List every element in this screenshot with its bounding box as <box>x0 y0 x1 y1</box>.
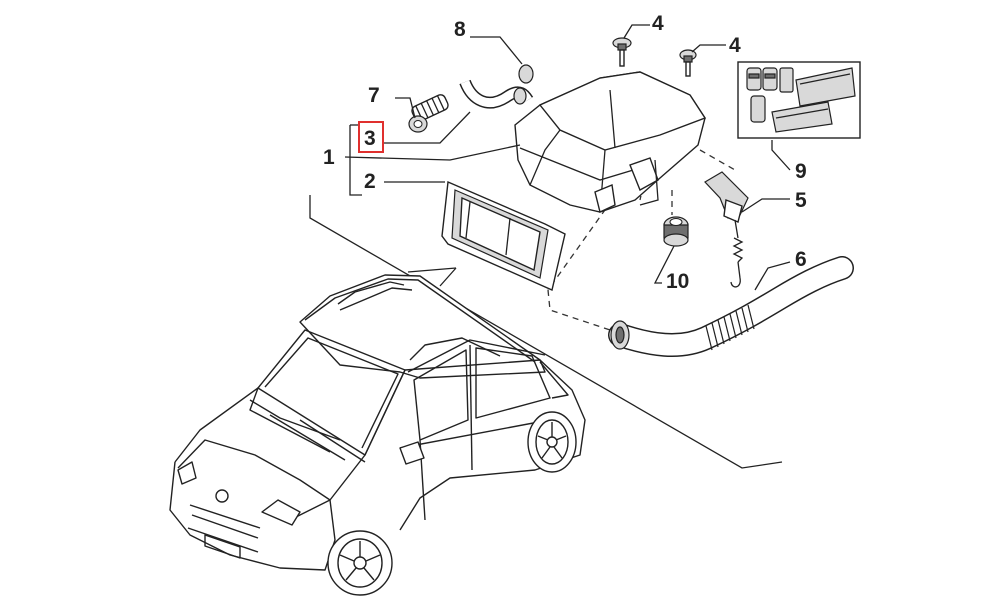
callout-4b: 4 <box>729 34 741 57</box>
highlight-box <box>358 121 384 153</box>
callout-10: 10 <box>666 270 689 293</box>
grommet-part-10 <box>663 216 689 247</box>
filter-element-part-2 <box>441 180 566 291</box>
bellows-part-7 <box>408 94 449 133</box>
callout-leaders <box>344 24 791 291</box>
bolt-part-4a <box>612 37 632 67</box>
callout-6: 6 <box>795 248 807 271</box>
callout-9: 9 <box>795 160 807 183</box>
callout-5: 5 <box>795 189 807 212</box>
callout-1: 1 <box>323 146 335 169</box>
hose-part-8 <box>418 61 534 109</box>
callout-3: 3 <box>364 127 376 150</box>
clip-part-5 <box>704 171 749 288</box>
bolt-part-4b <box>679 49 697 77</box>
guide-lines <box>309 195 783 469</box>
callout-8: 8 <box>454 18 466 41</box>
callout-7: 7 <box>368 84 380 107</box>
air-box-part-1 <box>514 71 707 213</box>
callout-4a: 4 <box>652 12 664 35</box>
callout-2: 2 <box>364 170 376 193</box>
filter-kit-part-9 <box>737 61 861 139</box>
car-outline-icon <box>169 274 586 596</box>
intake-duct-part-6 <box>608 256 854 358</box>
callout-labels: 8 7 3 1 2 4 4 9 5 6 10 <box>323 12 807 293</box>
filter-kit-icon <box>746 67 856 133</box>
